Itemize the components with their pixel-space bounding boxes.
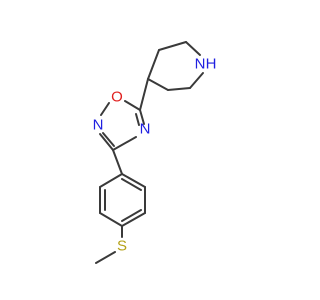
bond: [100, 102, 110, 116]
bond: [121, 209, 142, 222]
bond: [99, 133, 114, 151]
bond: [124, 100, 141, 111]
bond: [121, 178, 142, 191]
bond: [121, 173, 146, 188]
bond: [139, 109, 145, 125]
molecule-diagram: N H O N N S: [93, 41, 217, 264]
bond: [147, 49, 160, 80]
bond: [189, 72, 204, 89]
bond: [95, 251, 116, 264]
atom-n-right-label: N: [140, 121, 151, 138]
bond: [158, 41, 187, 51]
bond: [139, 78, 149, 111]
bond: [99, 173, 123, 188]
atom-n-piperidine: N H: [195, 56, 217, 73]
oxadiazole-ring: [99, 100, 145, 151]
bond: [112, 149, 123, 175]
bond: [112, 136, 137, 151]
bond: [147, 78, 169, 91]
bond: [121, 212, 146, 227]
bond: [167, 87, 191, 91]
atom-h-label: H: [206, 56, 217, 73]
atom-n-label: N: [195, 56, 206, 73]
bond: [102, 132, 115, 147]
atom-o-label: O: [111, 89, 123, 106]
atom-n-left-label: N: [93, 117, 104, 134]
structure-svg: N H O N N S: [93, 41, 217, 264]
benzene-ring: [99, 173, 146, 227]
piperidine-ring: [147, 41, 204, 91]
bond: [99, 212, 123, 227]
bond: [185, 41, 201, 56]
bond: [135, 113, 140, 126]
atom-s-label: S: [117, 238, 127, 255]
